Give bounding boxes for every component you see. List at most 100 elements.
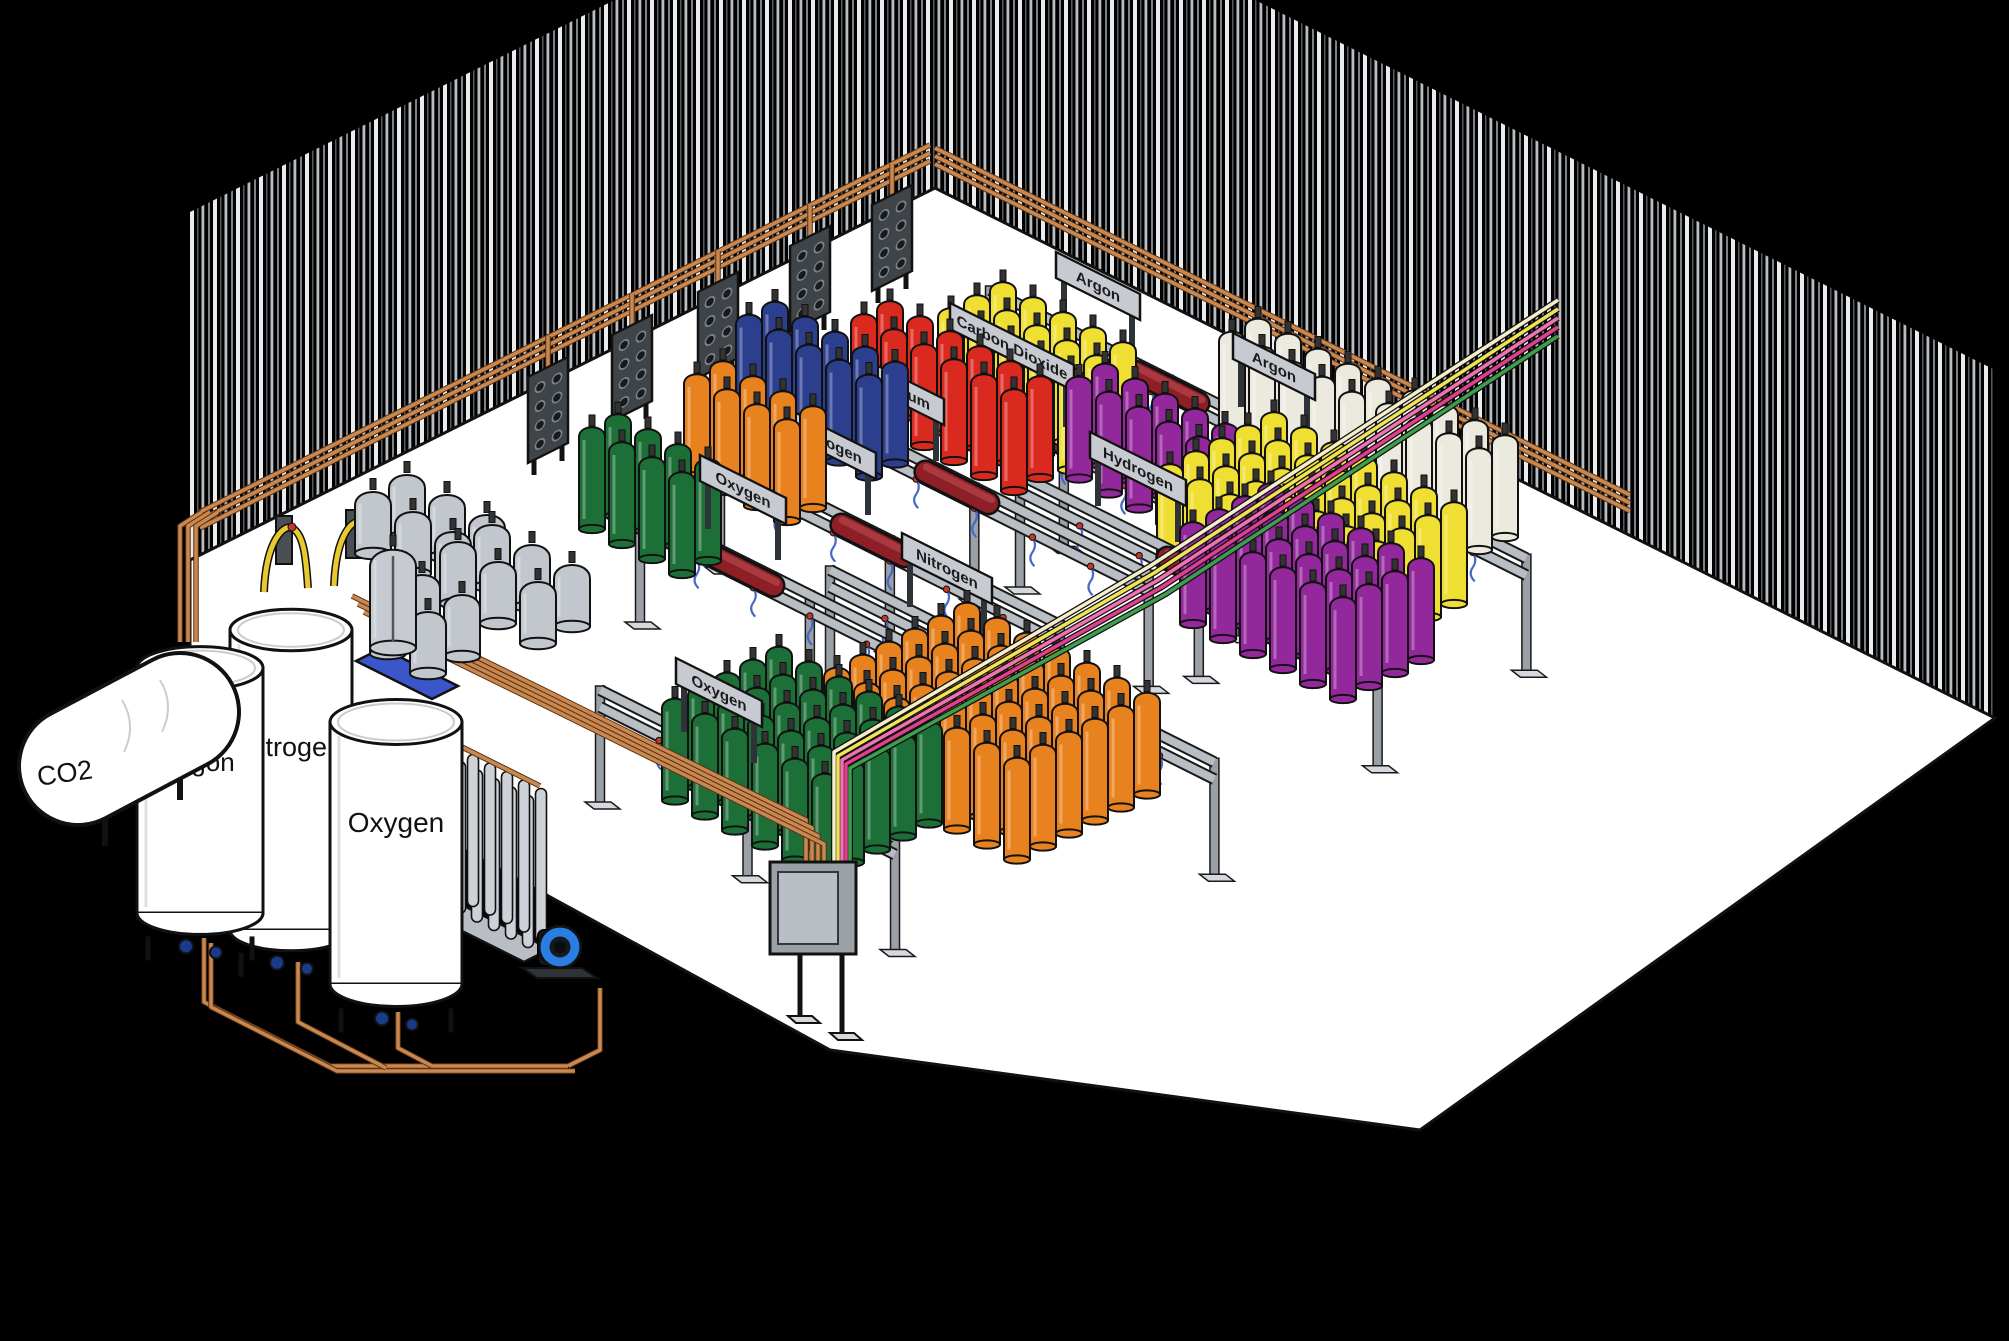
rail-post-base xyxy=(730,875,770,884)
cylinder-cluster-purple-b xyxy=(1179,470,1435,705)
gas-cylinder xyxy=(1107,693,1135,813)
gas-cylinder xyxy=(1029,732,1057,852)
valve-dot xyxy=(287,522,297,532)
tank-label: Oxygen xyxy=(348,807,445,838)
gas-cylinder xyxy=(1269,554,1297,675)
copper-pipe xyxy=(194,510,219,642)
rail-post-base xyxy=(1197,873,1237,882)
gas-cylinder xyxy=(443,581,481,664)
manifold-port xyxy=(635,368,647,381)
rail-post-base xyxy=(1002,586,1043,595)
manifold-port xyxy=(551,410,563,423)
pump-unit xyxy=(518,924,601,979)
bulk-tank-oxygen: Oxygen xyxy=(328,698,464,1033)
manifold-port xyxy=(721,306,733,319)
supply-line xyxy=(832,298,1559,868)
supply-line xyxy=(836,307,1559,868)
gas-cylinder xyxy=(1381,558,1409,679)
control-cabinet xyxy=(768,860,865,1041)
gas-cylinder xyxy=(638,444,666,565)
gas-cylinder xyxy=(721,716,749,836)
gas-cylinder xyxy=(1065,364,1093,484)
manifold-port xyxy=(813,241,825,254)
tank-valve xyxy=(374,1010,390,1027)
gas-cylinder xyxy=(1026,363,1054,484)
vaporizer-tube xyxy=(500,770,514,925)
manifold-port xyxy=(635,387,647,400)
manifold-port xyxy=(618,338,630,352)
fill-hose xyxy=(1029,536,1037,567)
manifold-port xyxy=(878,208,890,222)
manifold-port xyxy=(895,238,907,251)
gas-cylinder xyxy=(1440,489,1468,610)
gas-cylinder xyxy=(668,459,696,580)
vaporizer-tube xyxy=(534,787,548,942)
tank-valve xyxy=(178,938,194,955)
supply-line xyxy=(844,325,1559,868)
valve-dot xyxy=(1086,562,1095,570)
manifold-port xyxy=(704,333,716,347)
manifold-header-tank xyxy=(913,459,1001,516)
fill-hose xyxy=(943,588,951,620)
gas-cylinder xyxy=(881,349,909,469)
wall-manifold-panel xyxy=(870,183,914,303)
manifold-port xyxy=(635,349,647,362)
gas-cylinder xyxy=(1355,571,1383,692)
copper-pipe xyxy=(186,510,211,642)
gas-cylinder xyxy=(1000,376,1028,497)
gas-cylinder xyxy=(691,701,719,821)
gas-cylinder xyxy=(1003,745,1031,865)
manifold-port xyxy=(551,429,563,442)
manifold-port xyxy=(813,298,825,311)
sign-plate xyxy=(674,656,764,729)
valve-dot xyxy=(1135,551,1143,560)
fill-hose xyxy=(1469,551,1477,583)
manifold-port xyxy=(721,287,733,300)
supply-line xyxy=(848,334,1559,868)
gas-cylinder xyxy=(970,361,998,482)
gas-cylinder xyxy=(1055,719,1083,839)
manifold-port xyxy=(704,314,716,328)
gas-cylinder xyxy=(1407,545,1435,666)
manifold-port xyxy=(878,227,890,241)
manifold-port xyxy=(895,200,907,213)
copper-pipe xyxy=(209,943,575,1073)
valve-dot xyxy=(1028,533,1037,541)
vaporizer-tube xyxy=(483,762,497,916)
manifold-port xyxy=(635,330,647,343)
manifold-port xyxy=(813,260,825,273)
gas-cylinder xyxy=(940,346,968,467)
gas-cylinder xyxy=(578,414,606,535)
rail-post-base xyxy=(1360,765,1400,774)
sign-plate xyxy=(1054,250,1142,322)
fill-hose xyxy=(886,560,894,591)
rail-post-base xyxy=(1181,675,1221,685)
supply-line xyxy=(840,316,1559,868)
gas-cylinder xyxy=(1491,422,1519,543)
fill-hose xyxy=(971,507,978,538)
manifold-port xyxy=(813,279,825,292)
wall-manifold-panel xyxy=(610,313,654,433)
manifold-port xyxy=(704,295,716,309)
vaporizer-tube xyxy=(466,753,480,908)
copper-pipe xyxy=(296,962,387,1070)
manifold-port xyxy=(551,372,563,385)
gas-cylinder xyxy=(799,393,827,514)
manifold-port xyxy=(551,391,563,404)
copper-pipe xyxy=(178,510,203,642)
rail-post-base xyxy=(1131,685,1171,695)
manifold-port xyxy=(895,257,907,270)
gas-cylinder xyxy=(1133,680,1161,800)
manifold-port xyxy=(796,268,808,282)
copper-pipe xyxy=(567,988,602,1068)
sign-plate xyxy=(698,453,788,526)
manifold-port xyxy=(618,357,630,371)
gas-cylinder xyxy=(1081,706,1109,826)
tank-valve xyxy=(269,954,285,971)
manifold-port xyxy=(878,265,890,279)
gas-cylinder xyxy=(943,715,971,835)
gas-cylinder xyxy=(1329,584,1357,705)
fill-hose xyxy=(750,587,757,618)
